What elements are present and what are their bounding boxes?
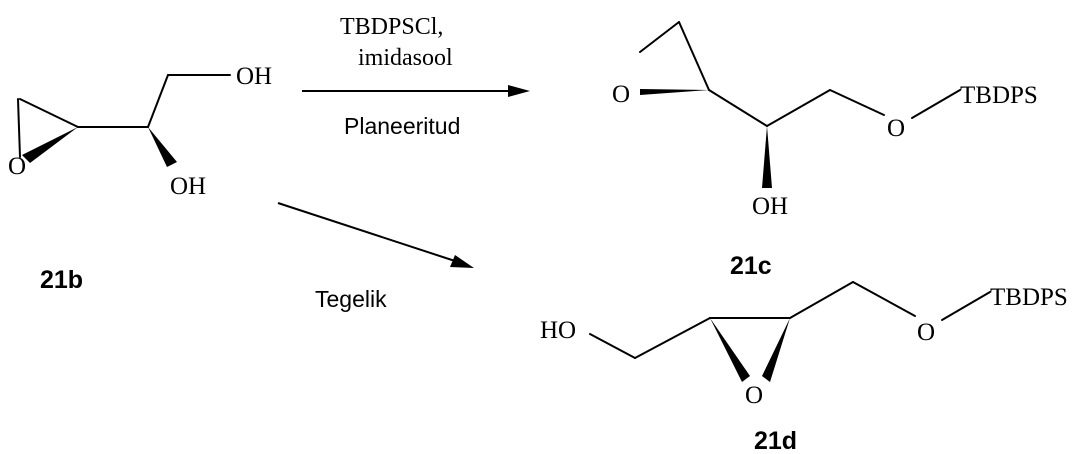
bond: [852, 281, 916, 317]
actual-reaction-arrow: [277, 202, 474, 268]
planned-label: Planeeritud: [344, 113, 460, 139]
arrow-head: [508, 85, 530, 97]
ring-oxygen-label: O: [8, 153, 26, 180]
compound-label-21b: 21b: [40, 266, 83, 294]
ether-oxygen-label: O: [917, 319, 935, 346]
bond: [19, 98, 79, 128]
bond: [789, 281, 854, 319]
bond: [17, 98, 21, 158]
bond: [829, 89, 885, 116]
reagent-line-2: imidasool: [358, 45, 453, 71]
hydroxyl-bottom-label: OH: [170, 173, 206, 200]
wedge-bond: [148, 127, 177, 167]
bond: [589, 333, 636, 359]
protecting-group-label: TBDPS: [990, 284, 1068, 311]
reagent-line-1: TBDPSCl,: [340, 14, 443, 40]
bond: [911, 89, 961, 119]
bond: [634, 317, 711, 359]
compound-21c-structure: O O TBDPS OH: [612, 21, 1038, 220]
wedge-bond: [640, 89, 709, 95]
ring-oxygen-label: O: [745, 382, 763, 409]
compound-label-21d: 21d: [754, 427, 797, 454]
arrow-shaft: [277, 202, 456, 262]
planned-reaction-arrow: [302, 85, 530, 97]
ring-oxygen-label: O: [612, 81, 630, 108]
wedge-bond: [22, 127, 78, 163]
bond: [766, 89, 831, 127]
ether-oxygen-label: O: [887, 115, 905, 142]
bond: [941, 291, 991, 321]
bond: [639, 21, 680, 53]
arrow-head: [450, 255, 474, 268]
compound-label-21c: 21c: [730, 252, 772, 280]
protecting-group-label: TBDPS: [960, 82, 1038, 109]
bond: [678, 21, 710, 91]
compound-21b-structure: O OH OH: [8, 63, 272, 200]
hydroxyl-label: OH: [752, 193, 788, 220]
hydroxyl-top-label: OH: [236, 63, 272, 90]
hydroxy-label: HO: [540, 317, 576, 344]
compound-21d-structure: HO O O TBDPS: [540, 281, 1068, 409]
wedge-bond: [710, 318, 750, 382]
bond: [147, 74, 169, 128]
bond: [708, 89, 768, 127]
wedge-bond: [762, 126, 772, 188]
actual-label: Tegelik: [315, 286, 387, 312]
wedge-bond: [762, 318, 790, 382]
